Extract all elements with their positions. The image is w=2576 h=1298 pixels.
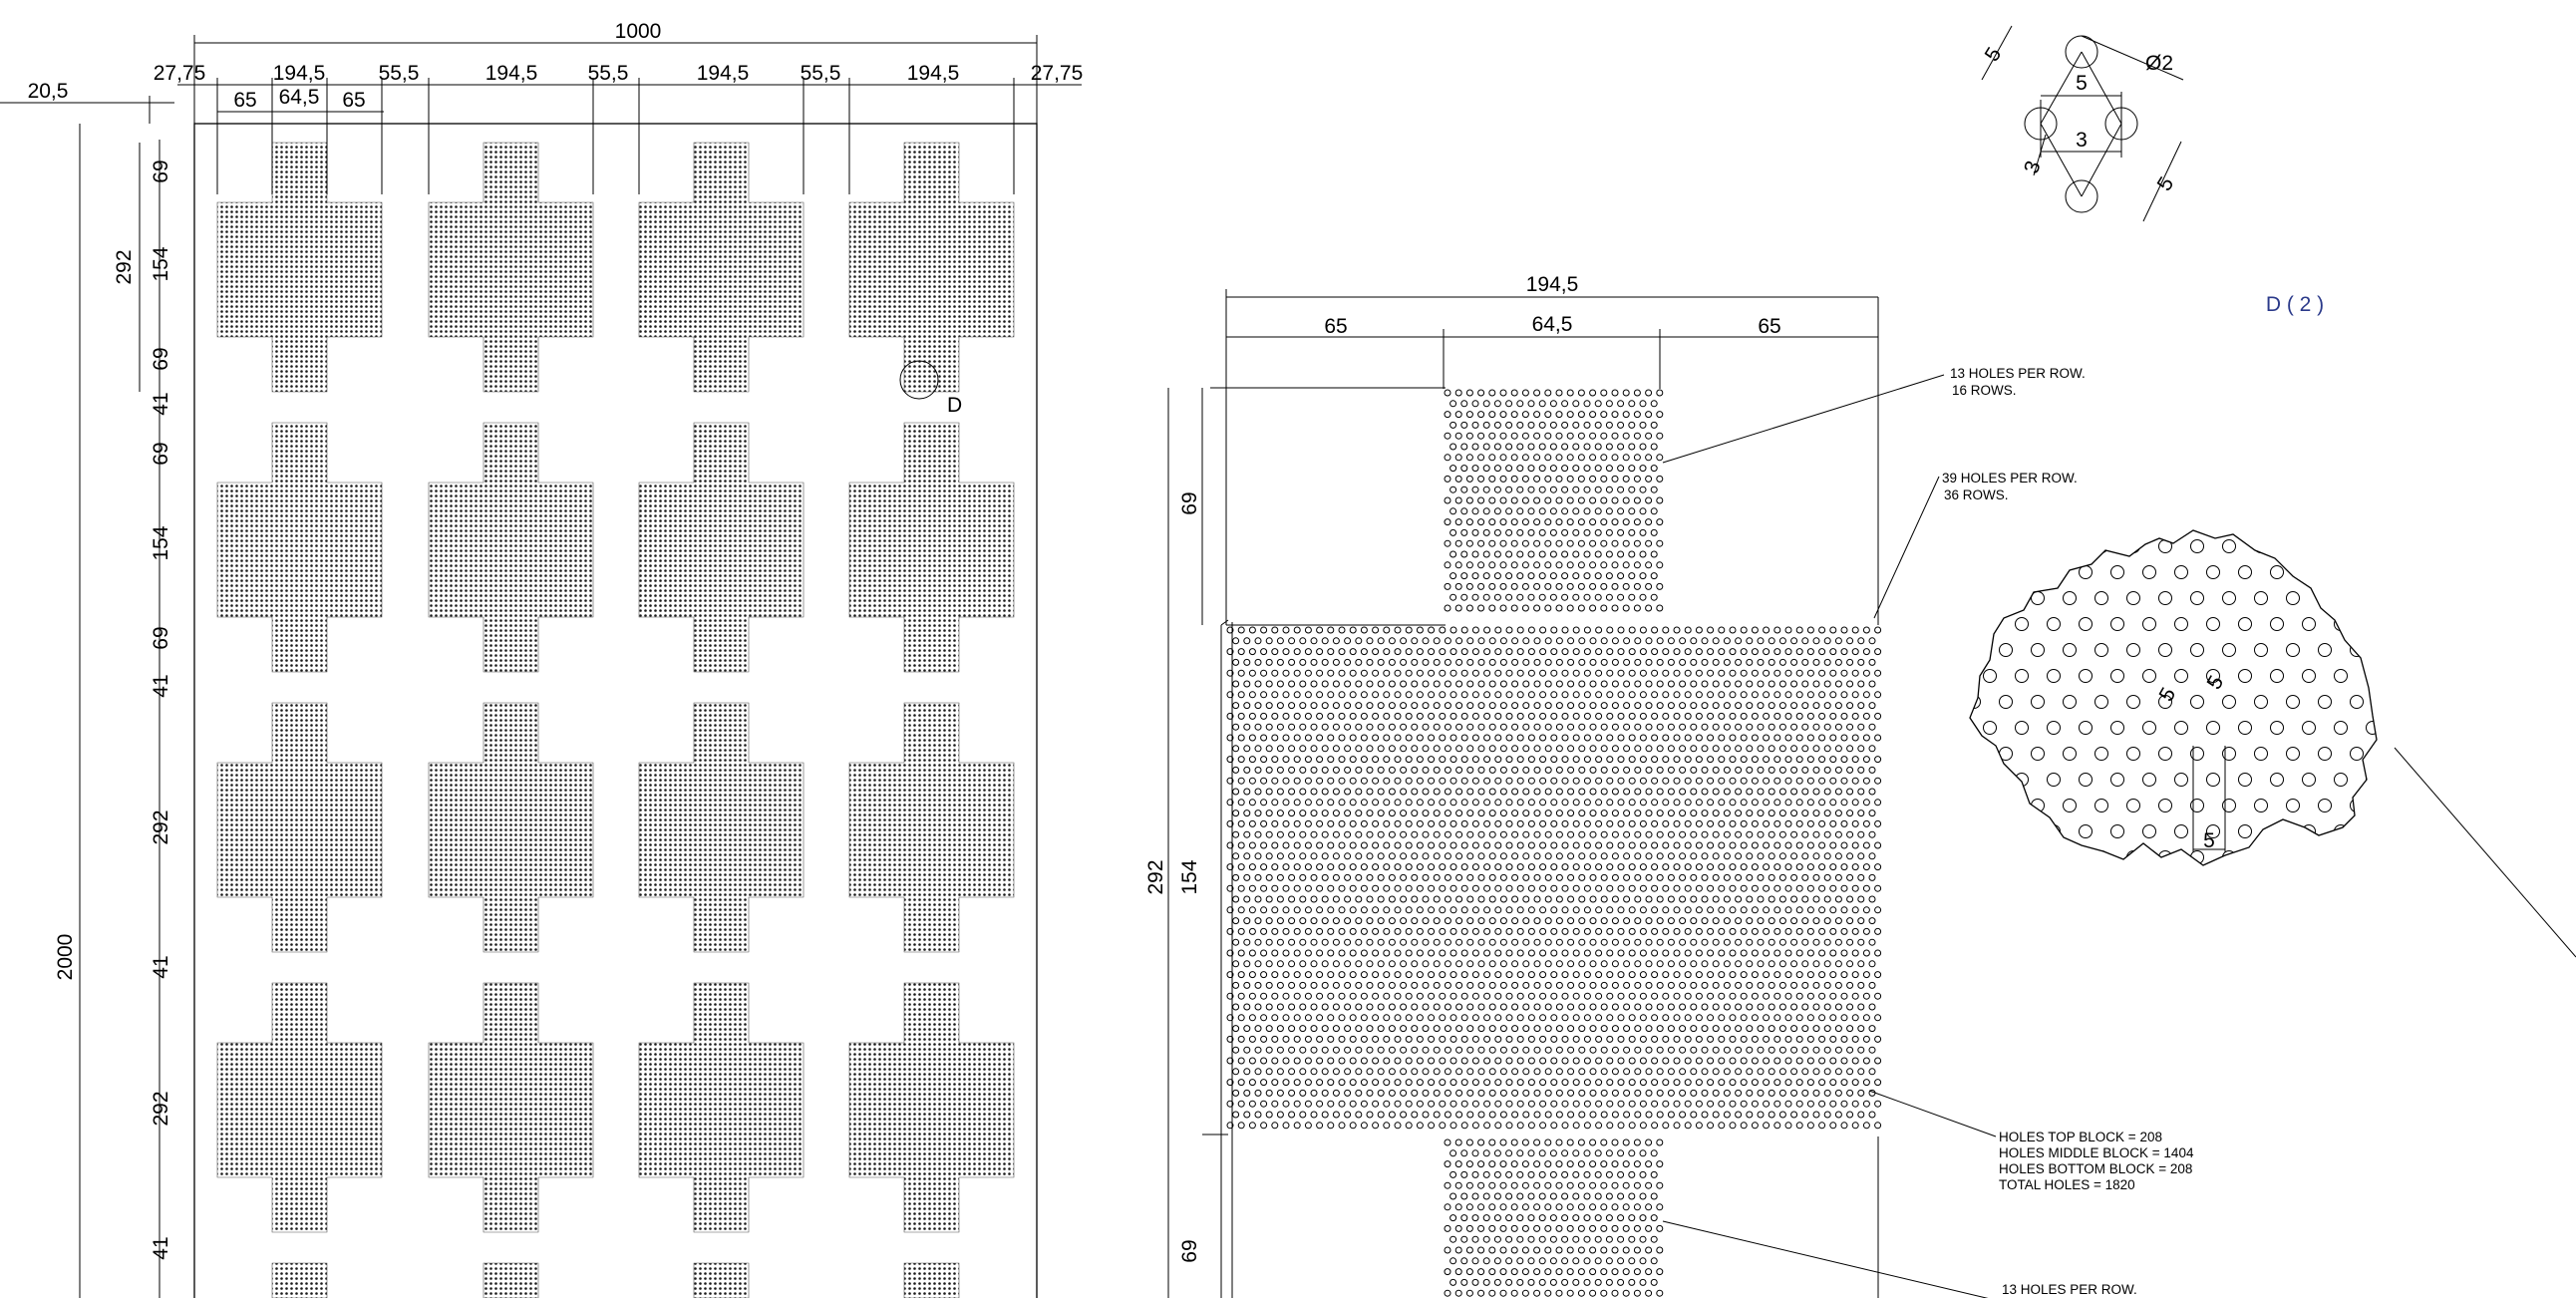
perforation-holes xyxy=(1226,389,1882,1297)
perforated-block-r3-c4 xyxy=(848,702,1015,953)
dim-sub-mid: 64,5 xyxy=(279,86,320,109)
detail-dim-pitch-diag-b: 5 xyxy=(2202,672,2228,694)
note-middle-block: 39 HOLES PER ROW. 36 ROWS. xyxy=(1942,471,2078,502)
pitch-dim-offset-left: 3 xyxy=(2020,158,2046,176)
dim-edge-margin-right: 27,75 xyxy=(1031,62,1084,85)
dim-h154-a: 154 xyxy=(150,246,172,281)
dim-h292-b: 292 xyxy=(150,810,172,844)
dim-block-width-1: 194,5 xyxy=(273,62,326,85)
sheet-outline xyxy=(193,123,1038,1298)
dim-h69-c: 69 xyxy=(150,442,172,465)
pitch-dim-offset-bottom: 3 xyxy=(2076,129,2088,152)
dim-block-width-3: 194,5 xyxy=(697,62,750,85)
perforated-block-r5-c3 xyxy=(693,1262,750,1298)
perforated-block-r2-c2 xyxy=(428,422,594,673)
dim-gap-1: 55,5 xyxy=(379,62,420,85)
svg-text:TOTAL HOLES = 1820: TOTAL HOLES = 1820 xyxy=(1999,1177,2135,1192)
dim-gap-3: 55,5 xyxy=(801,62,841,85)
dim-h69-b: 69 xyxy=(150,347,172,370)
dim-h69-a: 69 xyxy=(150,160,172,182)
detail-dim-side-left: 65 xyxy=(1324,315,1347,338)
perforated-block-r5-c2 xyxy=(483,1262,539,1298)
pitch-dim-diag-left: 5 xyxy=(1981,44,2007,66)
dim-left-offset: 20,5 xyxy=(28,80,69,103)
detail-dim-h69-top: 69 xyxy=(1178,491,1201,514)
dim-h41-a: 41 xyxy=(150,392,172,415)
perforated-block-r1-c1 xyxy=(216,142,383,393)
pitch-dim-diameter: Ø2 xyxy=(2145,52,2173,75)
detail-holes xyxy=(1970,539,2377,864)
dim-h154-b: 154 xyxy=(150,525,172,560)
dim-edge-margin-left: 27,75 xyxy=(154,62,206,85)
detail-d-label: D xyxy=(947,394,962,417)
dim-overall-width: 1000 xyxy=(615,20,662,43)
dim-overall-height: 2000 xyxy=(54,934,77,981)
perforated-block-r1-c4 xyxy=(848,142,1015,393)
perforated-block-r4-c3 xyxy=(638,982,805,1233)
svg-text:39 HOLES PER ROW.: 39 HOLES PER ROW. xyxy=(1942,471,2078,486)
svg-text:36 ROWS.: 36 ROWS. xyxy=(1944,487,2009,502)
detail-d-view: D ( 2 ) 5 5 5 xyxy=(1969,293,2576,958)
dim-h41-b: 41 xyxy=(150,674,172,697)
svg-text:13 HOLES PER ROW.: 13 HOLES PER ROW. xyxy=(2002,1282,2137,1297)
perforated-block-r2-c4 xyxy=(848,422,1015,673)
note-top-block: 13 HOLES PER ROW. 16 ROWS. xyxy=(1950,366,2086,398)
perforated-blocks xyxy=(216,142,1015,1298)
block-detail-view: 194,5 65 64,5 65 69 292 154 69 13 HOLES … xyxy=(1144,273,2194,1298)
perforated-block-r5-c4 xyxy=(903,1262,960,1298)
perforated-block-r3-c3 xyxy=(638,702,805,953)
sheet-view: 1000 20,5 27,75 27,75 194,5 55,5 194,5 5… xyxy=(0,20,1083,1298)
dim-h69-d: 69 xyxy=(150,626,172,649)
dim-h41-d: 41 xyxy=(150,1236,172,1259)
detail-dim-pitch-bottom: 5 xyxy=(2203,829,2215,852)
pitch-dim-diag-right: 5 xyxy=(2153,173,2179,195)
dim-h292-a: 292 xyxy=(113,249,136,284)
perforated-block-r5-c1 xyxy=(271,1262,328,1298)
svg-text:HOLES TOP BLOCK = 208: HOLES TOP BLOCK = 208 xyxy=(1999,1130,2162,1144)
dim-sub-side-right: 65 xyxy=(342,89,365,112)
detail-dim-h292: 292 xyxy=(1144,859,1167,894)
dim-block-width-4: 194,5 xyxy=(907,62,960,85)
perforated-block-r4-c4 xyxy=(848,982,1015,1233)
perforated-block-r3-c2 xyxy=(428,702,594,953)
detail-dim-h69-bottom: 69 xyxy=(1178,1239,1201,1262)
detail-view-title: D ( 2 ) xyxy=(2266,293,2324,316)
pitch-diagram: 5 5 3 3 5 Ø2 xyxy=(1981,25,2184,222)
perforated-block-r1-c3 xyxy=(638,142,805,393)
perforated-block-r4-c1 xyxy=(216,982,383,1233)
dim-block-width-2: 194,5 xyxy=(485,62,538,85)
dim-h292-c: 292 xyxy=(150,1091,172,1126)
svg-text:16 ROWS.: 16 ROWS. xyxy=(1952,383,2017,398)
perforated-block-r2-c3 xyxy=(638,422,805,673)
svg-text:HOLES MIDDLE BLOCK = 1404: HOLES MIDDLE BLOCK = 1404 xyxy=(1999,1145,2194,1160)
detail-dim-side-right: 65 xyxy=(1758,315,1780,338)
perforated-block-r3-c1 xyxy=(216,702,383,953)
dim-sub-side-left: 65 xyxy=(233,89,256,112)
note-bottom-block: 13 HOLES PER ROW. xyxy=(2002,1282,2137,1297)
detail-dim-mid: 64,5 xyxy=(1532,313,1573,336)
perforated-block-r4-c2 xyxy=(428,982,594,1233)
pitch-dim-top: 5 xyxy=(2076,72,2088,95)
perforated-block-r2-c1 xyxy=(216,422,383,673)
detail-dim-h154: 154 xyxy=(1178,859,1201,894)
svg-text:HOLES BOTTOM BLOCK = 208: HOLES BOTTOM BLOCK = 208 xyxy=(1999,1161,2192,1176)
dim-gap-2: 55,5 xyxy=(588,62,629,85)
detail-d-marker xyxy=(899,360,939,400)
perforated-block-r1-c2 xyxy=(428,142,594,393)
detail-dim-block-width: 194,5 xyxy=(1526,273,1579,296)
svg-text:13 HOLES PER ROW.: 13 HOLES PER ROW. xyxy=(1950,366,2086,381)
dim-h41-c: 41 xyxy=(150,955,172,978)
note-hole-totals: HOLES TOP BLOCK = 208 HOLES MIDDLE BLOCK… xyxy=(1999,1130,2194,1192)
